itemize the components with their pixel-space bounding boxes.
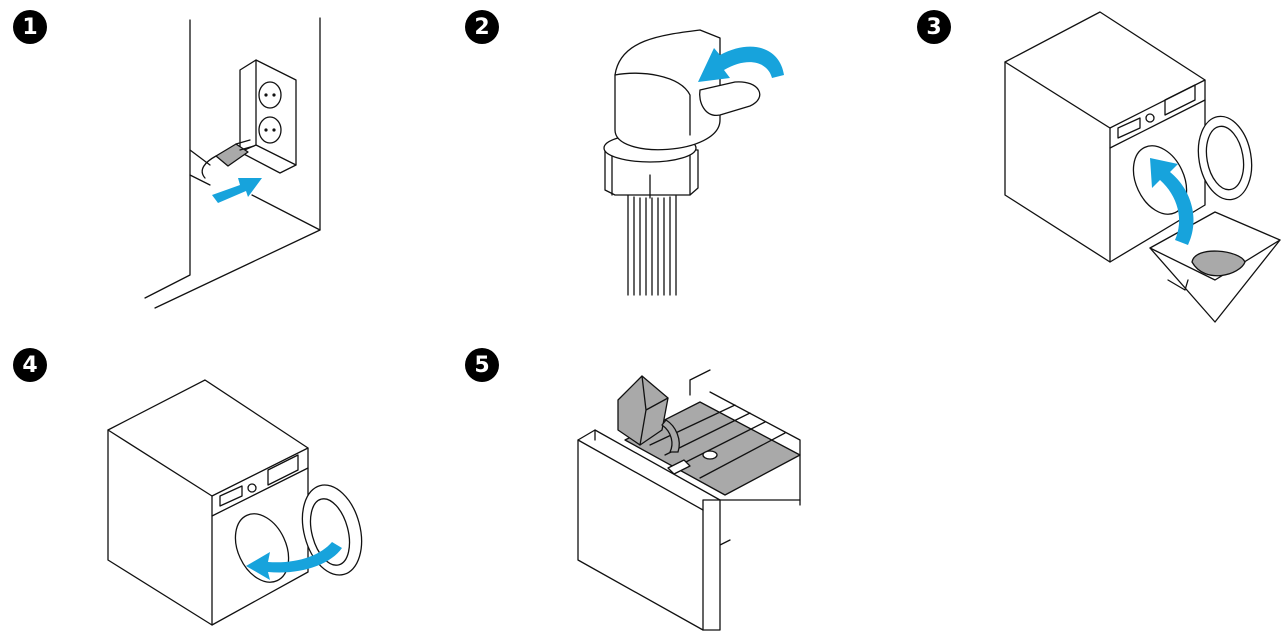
step-1-badge: 1	[13, 10, 47, 44]
add-detergent-icon	[577, 369, 801, 631]
step-3-badge: 3	[917, 10, 951, 44]
step-5-badge: 5	[465, 348, 499, 382]
load-laundry-icon	[1004, 11, 1281, 323]
plug-into-socket-icon	[144, 17, 321, 309]
step-4-badge: 4	[13, 348, 47, 382]
step-2-badge: 2	[465, 10, 499, 44]
close-door-icon	[107, 379, 363, 626]
open-water-tap-icon	[603, 29, 784, 296]
